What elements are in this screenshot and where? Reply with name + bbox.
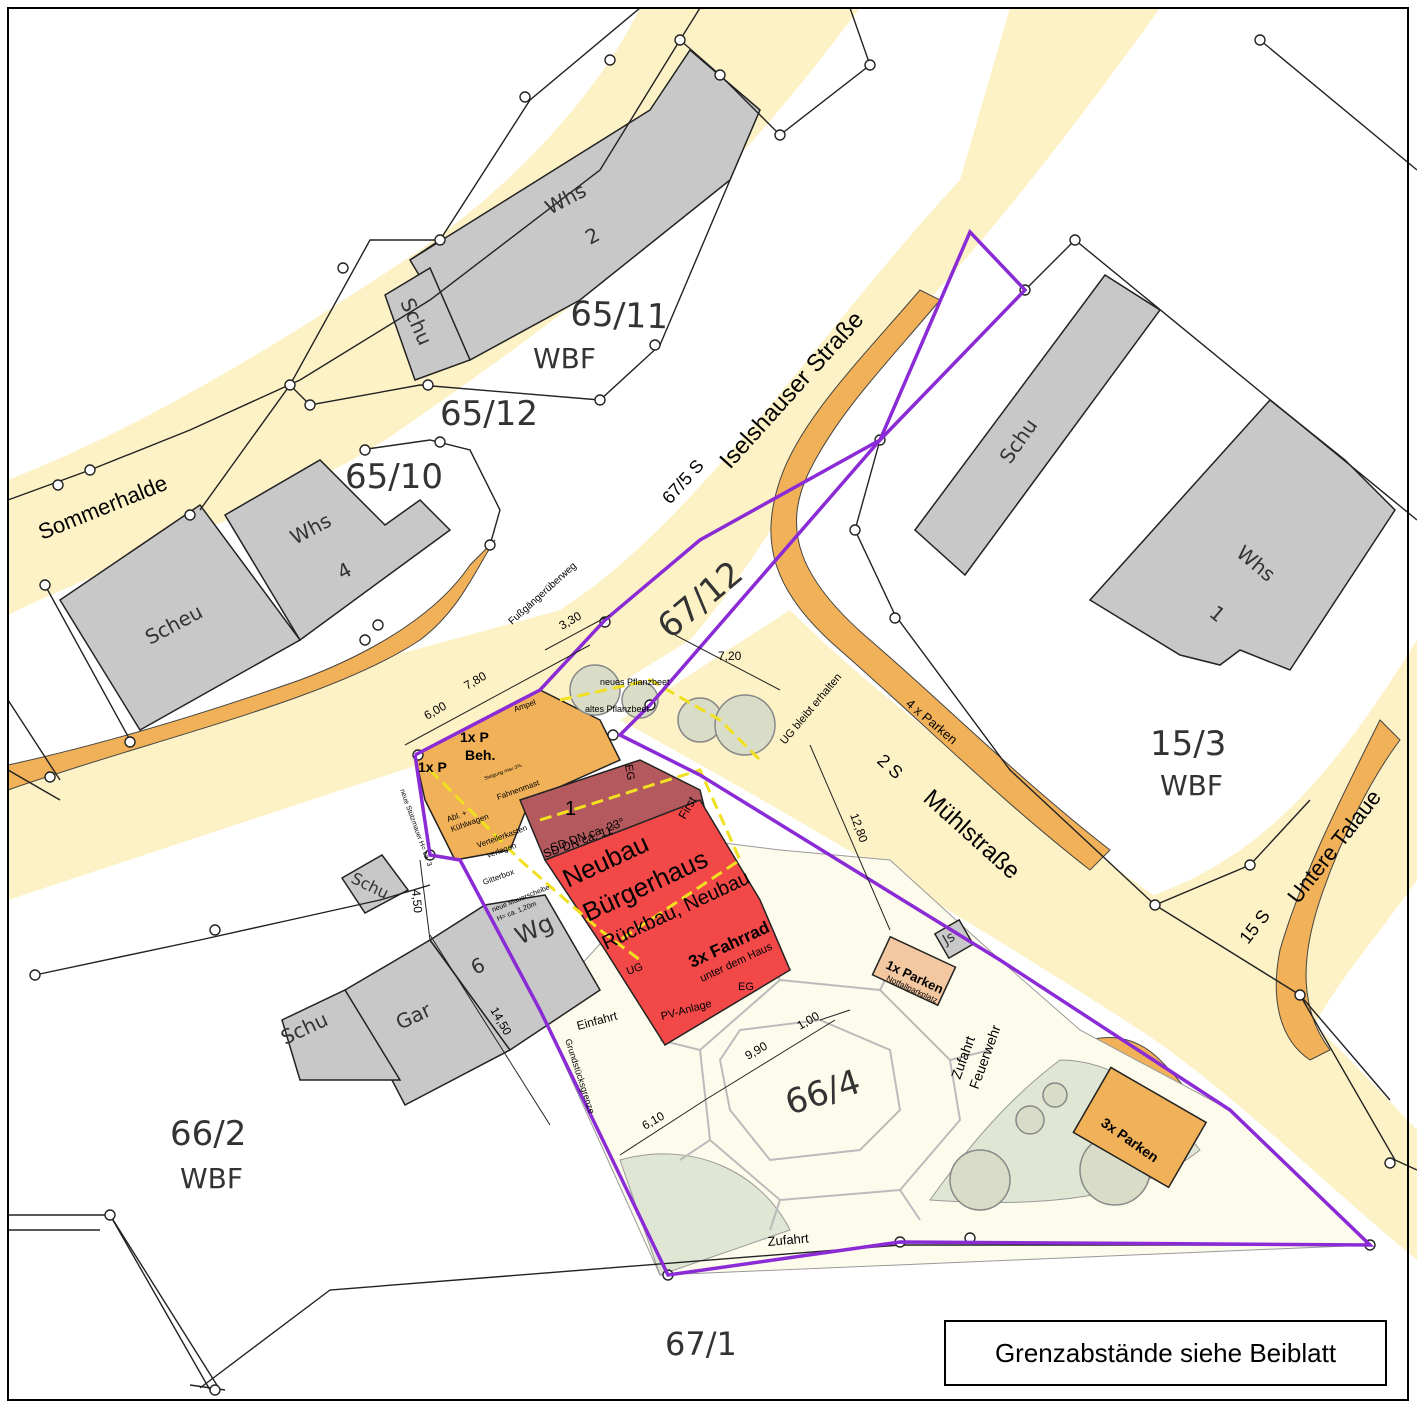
parcel-66-2-use: WBF	[180, 1162, 243, 1195]
label-pflanzbeet-neu: neues Pflanzbeet	[600, 677, 670, 687]
label-zufahrt: Zufahrt	[767, 1230, 810, 1249]
sidewalk-untere	[1275, 719, 1401, 1061]
map-frame	[7, 7, 1409, 1401]
green-area-left	[619, 1153, 791, 1276]
parcel-66-2: 66/2	[170, 1114, 246, 1154]
parking-3x-box	[1072, 1066, 1208, 1189]
label-parken-beh-2: Beh.	[465, 747, 495, 763]
parcel-15-3-use: WBF	[1160, 769, 1223, 802]
label-eg-2: EG	[738, 981, 754, 993]
label-gitterbox: Gitterbox	[482, 867, 516, 887]
label-parken-1: 1x P	[418, 759, 447, 775]
project-buildings	[414, 689, 791, 1047]
building-scheu	[58, 503, 302, 732]
dashed-outlines	[428, 678, 762, 962]
parcel-67-1: 67/1	[665, 1325, 737, 1363]
site-boundary	[413, 228, 1375, 1277]
building-whs-1	[1088, 398, 1396, 671]
sidewalk-curve	[770, 289, 1111, 871]
dimension-lines	[404, 614, 891, 1156]
parcel-65-11-use: WBF	[533, 342, 596, 375]
neubau-buergerhaus	[543, 799, 791, 1047]
building-schu-a	[384, 266, 472, 381]
label-pflanzbeet-alt: altes Pflanzbeet	[585, 704, 650, 714]
dim-450: 4,50	[409, 889, 425, 914]
iselshauser-road	[8, 8, 1160, 900]
sidewalk-sommerhalde	[7, 539, 496, 791]
parcel-65-12: 65/12	[440, 394, 538, 434]
muehlstrasse-road	[620, 610, 1417, 1260]
parcel-65-10: 65/10	[345, 457, 443, 497]
existing-buildings	[58, 48, 1396, 1107]
parking-boxes	[871, 935, 1208, 1189]
label-ug: UG	[625, 961, 645, 978]
parcel-15-3: 15/3	[1150, 724, 1226, 764]
parcel-65-11: 65/11	[570, 294, 669, 337]
label-eg-1: EG	[622, 763, 637, 781]
parking-notfall-box	[871, 935, 957, 1007]
dim-720: 7,20	[718, 649, 742, 663]
building-schu-b	[340, 854, 410, 914]
building-whs-2	[408, 48, 761, 362]
label-parken-beh-1: 1x P	[460, 729, 489, 745]
legend-text: Grenzabstände siehe Beiblatt	[994, 1337, 1337, 1368]
building-wg	[428, 894, 602, 1052]
label-building-no: 1	[565, 798, 576, 820]
building-schu-d	[281, 989, 402, 1081]
legend-box: Grenzabstände siehe Beiblatt	[944, 1320, 1387, 1386]
untere-talaue-road	[1140, 640, 1417, 1060]
